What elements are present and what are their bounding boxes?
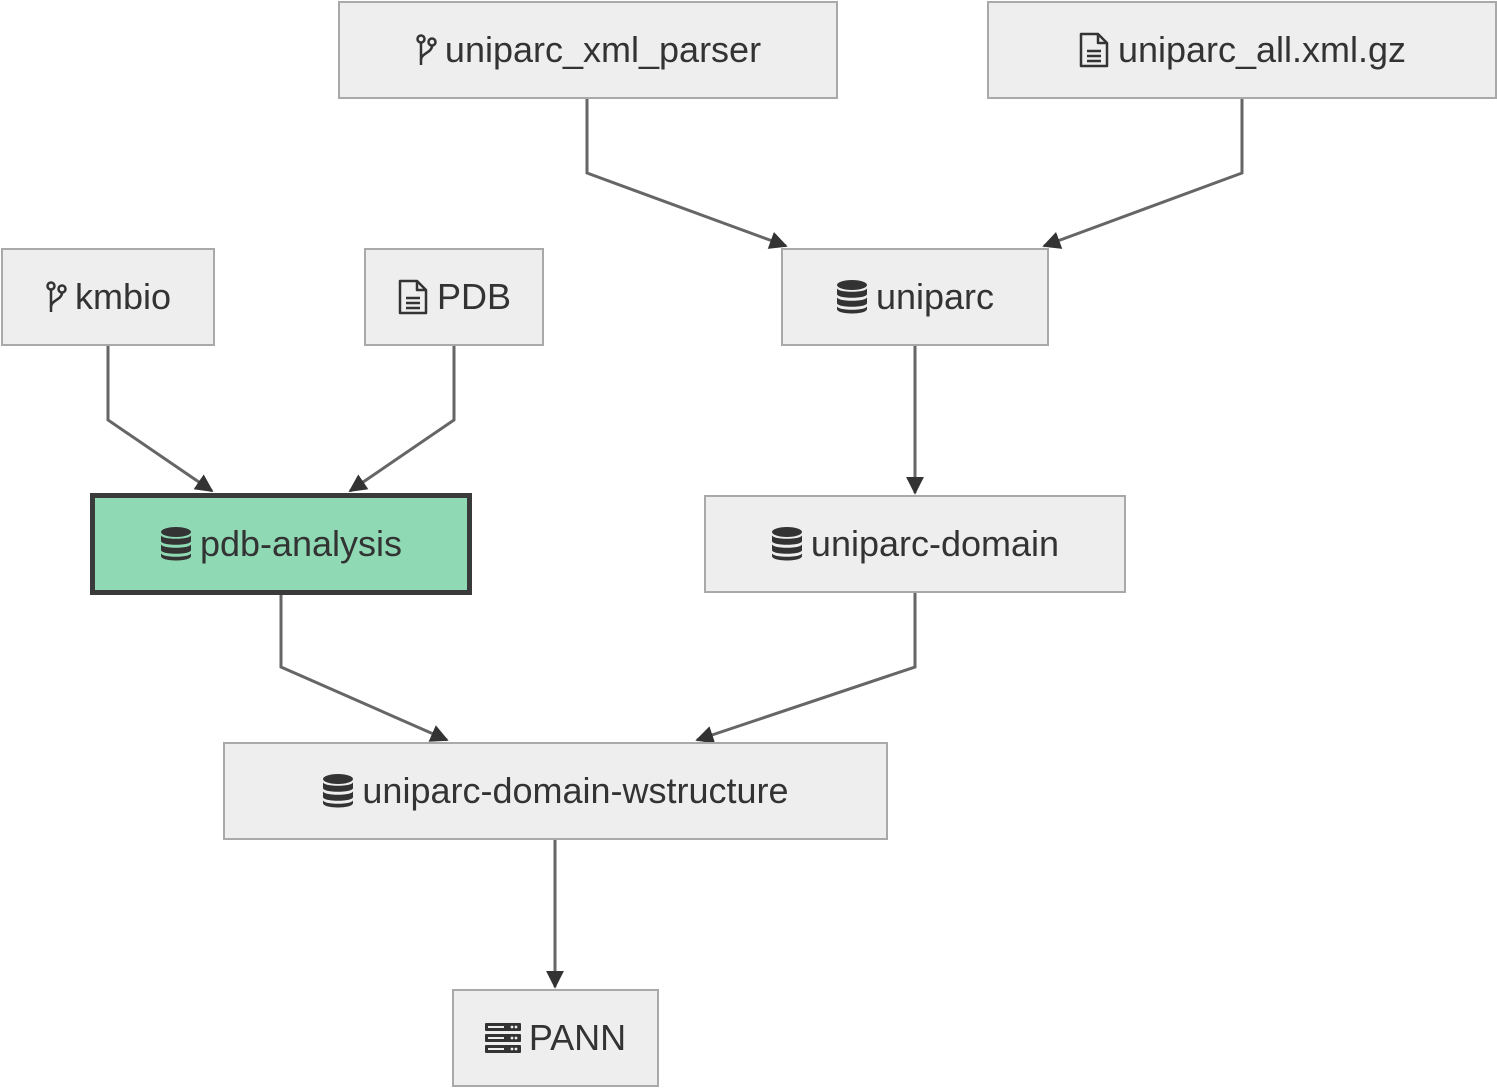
node-pdb-analysis[interactable]: pdb-analysis [90, 493, 472, 595]
database-icon [322, 773, 354, 809]
node-kmbio[interactable]: kmbio [1, 248, 215, 346]
node-pann[interactable]: PANN [452, 989, 659, 1087]
node-label: PDB [436, 276, 512, 317]
edge-uniparc_xml_parser-to-uniparc [585, 99, 788, 249]
node-pdb[interactable]: PDB [364, 248, 544, 346]
code-branch-icon [415, 33, 437, 67]
edge-kmbio-to-pdb_analysis [106, 346, 214, 493]
node-uniparc-xml-parser[interactable]: uniparc_xml_parser [338, 1, 838, 99]
node-label: uniparc_all.xml.gz [1117, 29, 1407, 70]
server-icon [484, 1023, 521, 1053]
node-label: uniparc_xml_parser [444, 29, 762, 70]
node-label: uniparc-domain-wstructure [362, 770, 789, 811]
database-icon [160, 526, 192, 562]
node-uniparc-domain-wstructure[interactable]: uniparc-domain-wstructure [223, 742, 888, 840]
node-label: pdb-analysis [199, 523, 403, 564]
node-label: uniparc [875, 276, 995, 317]
node-uniparc[interactable]: uniparc [781, 248, 1049, 346]
file-icon [397, 279, 429, 315]
file-icon [1078, 32, 1110, 68]
node-uniparc-domain[interactable]: uniparc-domain [704, 495, 1126, 593]
code-branch-icon [45, 280, 67, 314]
edge-uniparc_all-to-uniparc [1042, 99, 1244, 249]
node-label: PANN [528, 1017, 627, 1058]
edge-uniparc_domain-to-wstructure [695, 593, 917, 744]
database-icon [836, 279, 868, 315]
node-label: uniparc-domain [810, 523, 1060, 564]
node-uniparc-all-xml-gz[interactable]: uniparc_all.xml.gz [987, 1, 1497, 99]
node-label: kmbio [74, 276, 172, 317]
database-icon [771, 526, 803, 562]
edge-pdb-to-pdb_analysis [348, 346, 456, 493]
edge-pdb_analysis-to-wstructure [279, 595, 449, 742]
